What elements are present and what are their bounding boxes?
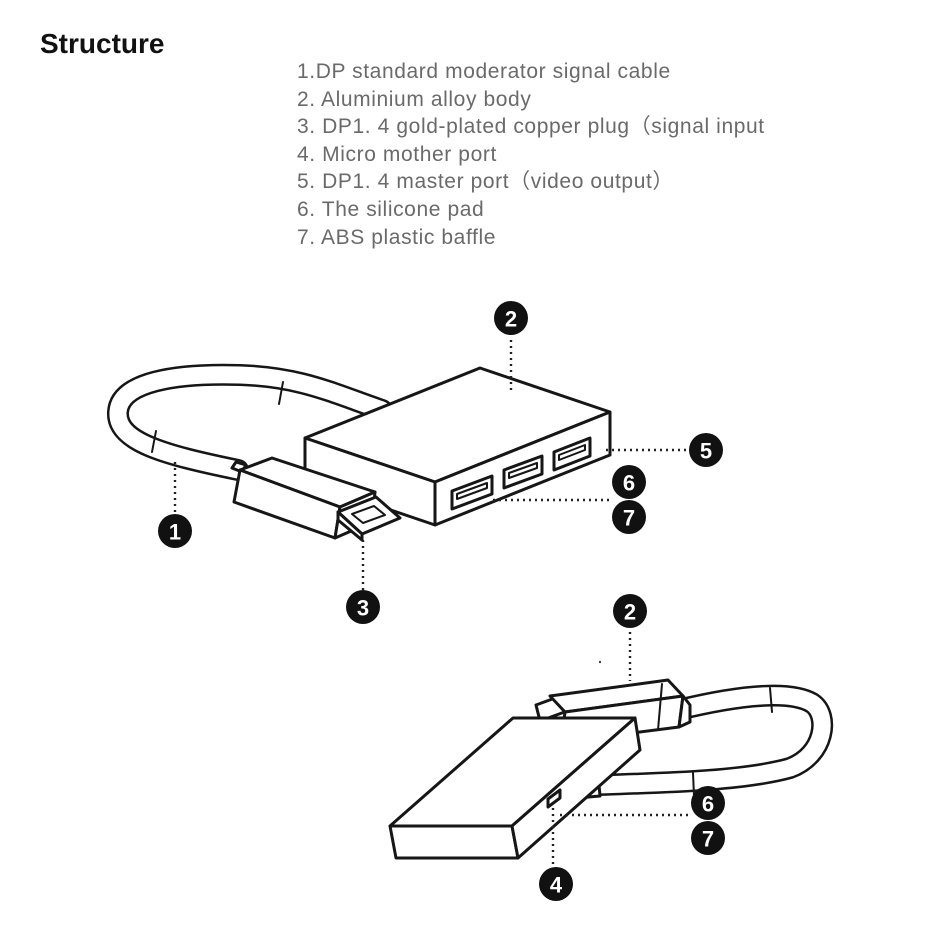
callout-bottom-6: 6 xyxy=(691,786,725,820)
callout-top-5: 5 xyxy=(689,433,723,467)
svg-text:6: 6 xyxy=(702,792,714,817)
svg-text:2: 2 xyxy=(505,307,517,332)
callout-bottom-2: 2 xyxy=(613,594,647,628)
svg-text:2: 2 xyxy=(624,600,636,625)
top-usb-port-1 xyxy=(450,474,494,511)
legend-item-6: 6. The silicone pad xyxy=(297,197,485,221)
bottom-hub-view xyxy=(388,632,834,865)
callout-bottom-4: 4 xyxy=(539,867,573,901)
top-hub-body xyxy=(303,366,612,527)
callout-top-3: 3 xyxy=(346,590,380,624)
svg-text:7: 7 xyxy=(702,827,714,852)
legend-item-5: 5. DP1. 4 master port（video output） xyxy=(297,170,675,194)
bottom-cable xyxy=(586,684,834,797)
top-usb-port-3 xyxy=(552,436,592,472)
top-cable xyxy=(107,363,393,481)
bottom-hub-body xyxy=(388,716,642,860)
callout-top-1: 1 xyxy=(158,514,192,548)
callout-bottom-7: 7 xyxy=(691,821,725,855)
top-hub-view xyxy=(107,340,688,590)
top-usb-port-2 xyxy=(502,454,544,490)
svg-text:5: 5 xyxy=(700,439,712,464)
legend-item-4: 4. Micro mother port xyxy=(297,142,497,166)
svg-text:4: 4 xyxy=(550,873,563,898)
page-title: Structure xyxy=(40,28,165,59)
callout-top-7: 7 xyxy=(612,500,646,534)
callout-top-2: 2 xyxy=(494,301,528,335)
callout-top-6: 6 xyxy=(612,465,646,499)
legend-item-3: 3. DP1. 4 gold-plated copper plug（signal… xyxy=(297,115,765,139)
svg-text:3: 3 xyxy=(357,596,369,621)
top-dp-plug xyxy=(230,456,402,542)
parts-legend: 1.DP standard moderator signal cable 2. … xyxy=(297,58,765,251)
legend-item-2: 2. Aluminium alloy body xyxy=(297,87,532,111)
svg-text:6: 6 xyxy=(623,471,635,496)
svg-text:1: 1 xyxy=(169,520,181,545)
micro-port xyxy=(546,788,562,809)
legend-item-7: 7. ABS plastic baffle xyxy=(297,225,496,249)
legend-item-1: 1.DP standard moderator signal cable xyxy=(297,60,671,83)
stray-dot xyxy=(598,660,602,664)
svg-text:7: 7 xyxy=(623,506,635,531)
